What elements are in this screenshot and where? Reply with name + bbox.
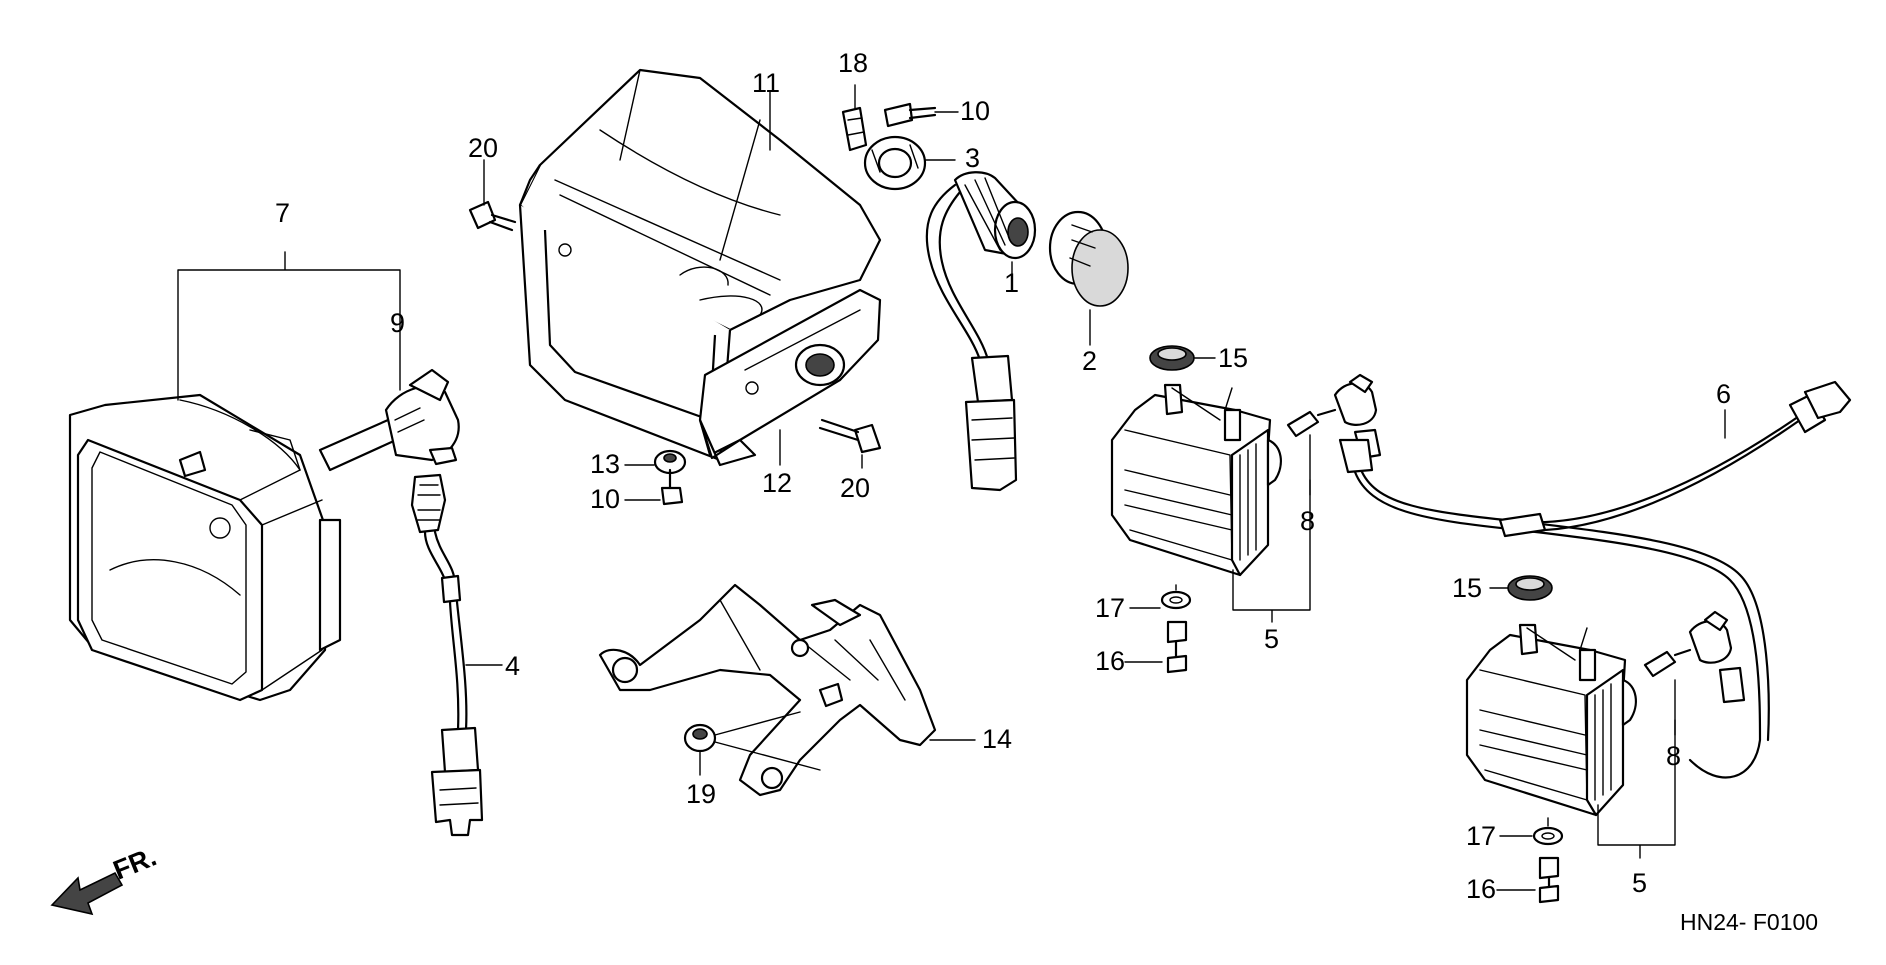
callout-20-left: 20 <box>468 133 498 163</box>
callout-5-lower: 5 <box>1632 868 1647 898</box>
headlight-unit <box>68 393 342 702</box>
callout-17-upper: 17 <box>1095 593 1125 623</box>
aux-light-lower <box>1465 623 1637 817</box>
front-label: FR. <box>109 841 161 885</box>
callout-6: 6 <box>1716 379 1731 409</box>
washer-17-lower <box>1499 817 1564 846</box>
bolt-20-left <box>468 159 517 232</box>
callout-1: 1 <box>1004 268 1019 298</box>
callout-5-upper: 5 <box>1264 624 1279 654</box>
washer-17-upper <box>1129 584 1192 610</box>
headlight-cover <box>518 68 882 462</box>
bulb-8-lower <box>1643 610 1746 704</box>
callout-9: 9 <box>390 308 405 338</box>
callout-10-top: 10 <box>960 96 990 126</box>
leader-7 <box>177 251 401 401</box>
leader-5-lower <box>1597 679 1676 859</box>
cushion-15-upper <box>1149 345 1216 371</box>
callout-8-upper: 8 <box>1300 506 1315 536</box>
callout-19: 19 <box>686 779 716 809</box>
bulb-8-upper <box>1286 373 1378 438</box>
callout-10-mid: 10 <box>590 484 620 514</box>
callout-15-lower: 15 <box>1452 573 1482 603</box>
callout-11: 11 <box>752 68 780 98</box>
screw-top <box>883 102 937 128</box>
callout-16-upper: 16 <box>1095 646 1125 676</box>
callout-13: 13 <box>590 449 620 479</box>
callout-4: 4 <box>505 651 520 681</box>
front-direction-arrow: FR. <box>50 841 161 916</box>
aux-wiring-harness <box>1338 380 1852 779</box>
screw-10-mid <box>624 468 684 506</box>
callout-15-upper: 15 <box>1218 343 1248 373</box>
indicator-socket <box>925 171 1037 492</box>
headlight-harness <box>410 473 484 837</box>
headlight-bracket <box>598 583 937 797</box>
callout-8-lower: 8 <box>1666 741 1681 771</box>
callout-17-lower: 17 <box>1466 821 1496 851</box>
callout-16-lower: 16 <box>1466 874 1496 904</box>
bolt-20-right <box>818 418 882 469</box>
callout-20-right: 20 <box>840 473 870 503</box>
grommet-19 <box>683 711 821 776</box>
leader-5-upper <box>1232 434 1311 623</box>
clip-nut <box>841 106 868 152</box>
headlight-bulb <box>318 368 460 472</box>
callout-3: 3 <box>965 143 980 173</box>
grommet-ring <box>863 135 927 191</box>
callout-2: 2 <box>1082 346 1097 376</box>
diagram-code: HN24- F0100 <box>1680 909 1818 935</box>
callout-18: 18 <box>838 48 868 78</box>
callout-labels: 7 9 4 20 11 18 10 3 1 2 12 13 10 20 14 1… <box>275 48 1731 904</box>
screw-16-upper <box>1124 620 1188 674</box>
cushion-15-lower <box>1489 575 1553 601</box>
headlight-cover-lower <box>698 288 882 467</box>
aux-light-upper <box>1110 383 1282 577</box>
grommet-13 <box>624 449 687 475</box>
indicator-lens <box>1048 210 1129 307</box>
callout-12: 12 <box>762 468 792 498</box>
callout-14: 14 <box>982 724 1012 754</box>
screw-16-lower <box>1496 856 1560 904</box>
callout-7: 7 <box>275 198 290 228</box>
